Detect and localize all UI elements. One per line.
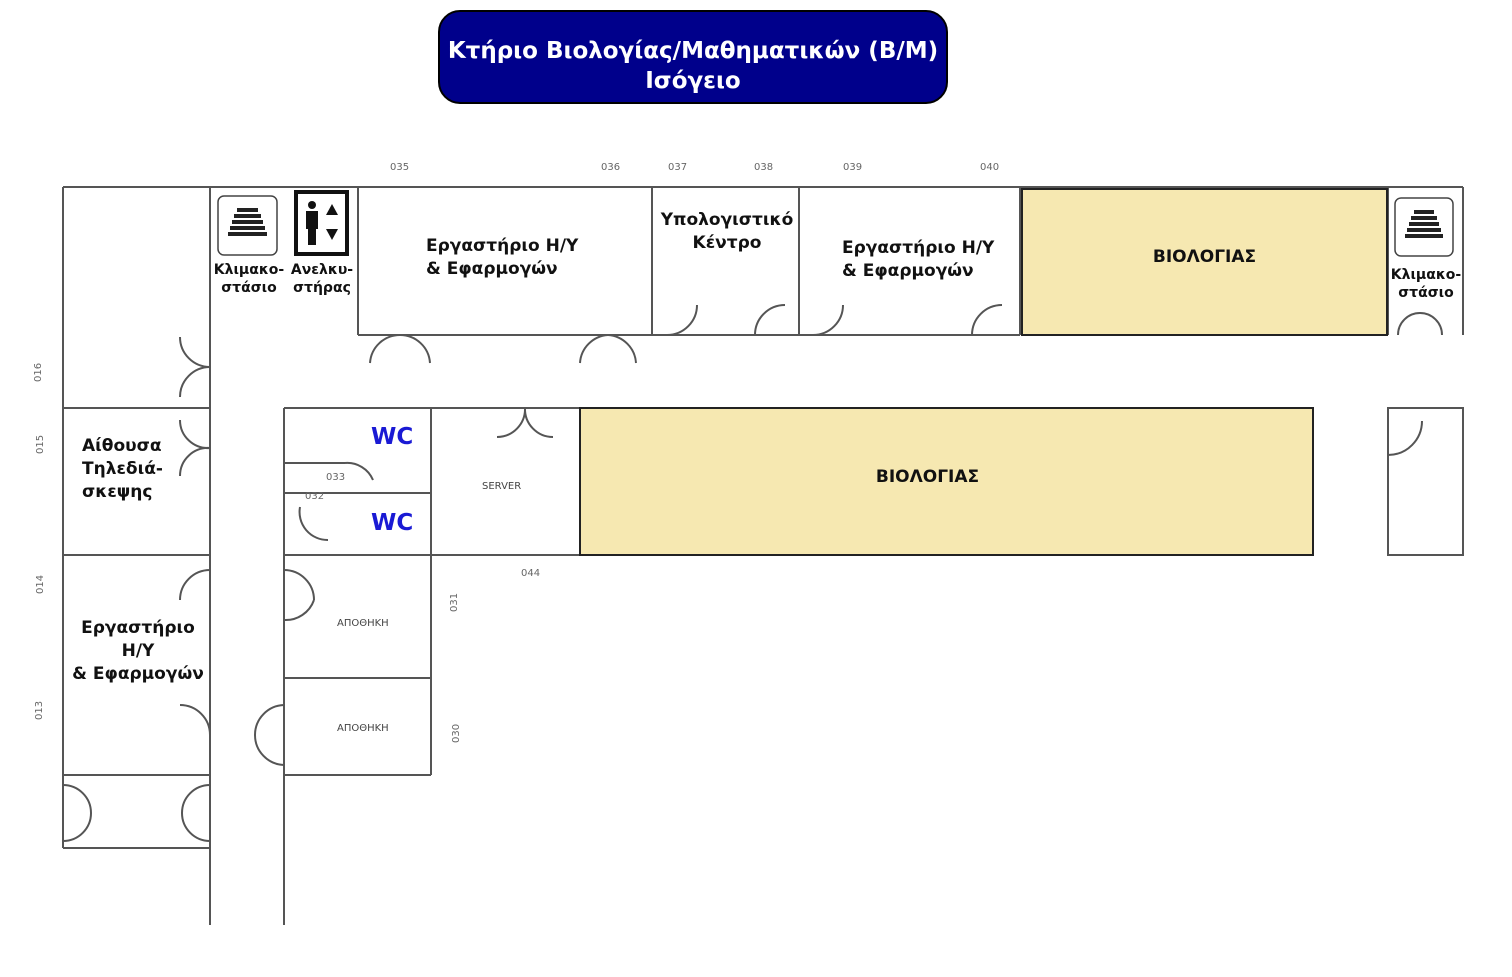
room-number: 039 [843,162,863,173]
room-biology-mid: ΒΙΟΛΟΓΙΑΣ [875,467,980,487]
room-number: 032 [305,491,325,502]
room-lab-013: Εργαστήριο Η/Υ & Εφαρμογών [72,618,204,684]
room-computing-center: Υπολογιστικό Κέντρο [660,210,794,253]
room-number: 037 [668,162,688,173]
wc-label: WC [371,510,414,536]
biology-room-mid [579,407,1314,556]
room-number: 044 [521,568,541,579]
wc-label: WC [371,424,414,450]
room-teleconference: Αίθουσα Τηλεδιά- σκεψης [82,436,163,502]
room-lab-035: Εργαστήριο Η/Υ & Εφαρμογών [426,236,579,279]
storage-label: ΑΠΟΘΗΚΗ [337,618,389,629]
storage-label: ΑΠΟΘΗΚΗ [337,723,389,734]
room-number: 014 [35,574,46,594]
server-label: SERVER [482,481,522,492]
room-number: 038 [754,162,774,173]
room-number: 030 [451,723,462,743]
stairs-left-label: Κλιμακο- στάσιο [213,262,285,296]
room-lab-039: Εργαστήριο Η/Υ & Εφαρμογών [842,238,995,281]
building-title: Κτήριο Βιολογίας/Μαθηματικών (Β/Μ) Ισόγε… [438,10,948,104]
biology-room-top [1021,188,1388,336]
room-number: 035 [390,162,410,173]
room-number: 016 [33,362,44,382]
elevator-label: Ανελκυ- στήρας [290,262,354,296]
room-number: 033 [326,472,346,483]
title-line-1: Κτήριο Βιολογίας/Μαθηματικών (Β/Μ) [447,38,939,64]
elevator-icon [294,190,349,256]
stairs-right-label: Κλιμακο- στάσιο [1390,267,1462,301]
room-number: 031 [449,592,460,612]
room-biology-top: ΒΙΟΛΟΓΙΑΣ [1152,247,1257,267]
room-number: 040 [980,162,1000,173]
stairs-icon [1394,197,1454,257]
room-number: 036 [601,162,621,173]
stairs-icon [217,195,278,256]
title-line-2: Ισόγειο [645,68,741,94]
room-number: 013 [34,700,45,720]
room-number: 015 [35,434,46,454]
